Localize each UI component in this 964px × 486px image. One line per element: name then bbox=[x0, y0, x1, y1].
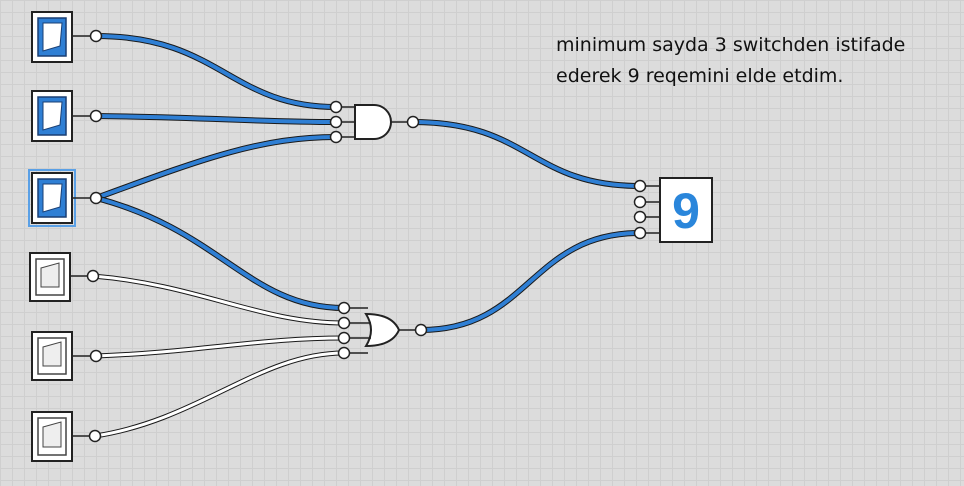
switch-5[interactable] bbox=[31, 331, 103, 381]
note-line-1: minimum sayda 3 switchden istifade bbox=[556, 34, 906, 56]
wire-sw1-and[interactable] bbox=[93, 33, 339, 110]
display-digit: 9 bbox=[672, 183, 700, 239]
switch-3[interactable] bbox=[28, 169, 103, 227]
or-input-pin-3[interactable] bbox=[337, 331, 351, 345]
wire-or-display[interactable] bbox=[418, 230, 643, 333]
switch-2-output-pin[interactable] bbox=[89, 109, 103, 123]
switch-6[interactable] bbox=[31, 411, 102, 462]
wire-and-display[interactable] bbox=[410, 119, 643, 189]
switch-4[interactable] bbox=[29, 252, 100, 302]
switch-1-output-pin[interactable] bbox=[89, 29, 103, 43]
and-input-pin-2[interactable] bbox=[329, 115, 343, 129]
and-output-pin[interactable] bbox=[406, 115, 420, 129]
wire-sw3-or[interactable] bbox=[93, 195, 347, 311]
or-input-pin-4[interactable] bbox=[337, 346, 351, 360]
switch-6-output-pin[interactable] bbox=[88, 429, 102, 443]
display-input-pin-2[interactable] bbox=[633, 195, 647, 209]
digit-display[interactable]: 9 bbox=[633, 177, 713, 243]
wire-sw5-or[interactable] bbox=[93, 335, 347, 359]
note-line-2: ederek 9 reqemini elde etdim. bbox=[556, 65, 844, 87]
note-text: minimum sayda 3 switchden istifade edere… bbox=[556, 30, 905, 92]
switch-3-output-pin[interactable] bbox=[89, 191, 103, 205]
and-input-pin-1[interactable] bbox=[329, 100, 343, 114]
wire-sw4-or[interactable] bbox=[90, 273, 347, 326]
display-input-pin-4[interactable] bbox=[633, 226, 647, 240]
switch-4-output-pin[interactable] bbox=[86, 269, 100, 283]
or-input-pin-1[interactable] bbox=[337, 301, 351, 315]
wire-sw2-and[interactable] bbox=[93, 113, 339, 125]
switch-5-output-pin[interactable] bbox=[89, 349, 103, 363]
wire-sw3-and[interactable] bbox=[93, 134, 339, 201]
and-gate[interactable] bbox=[329, 100, 420, 144]
wire-sw6-or[interactable] bbox=[92, 350, 347, 439]
or-output-pin[interactable] bbox=[414, 323, 428, 337]
display-input-pin-3[interactable] bbox=[633, 210, 647, 224]
switch-1[interactable] bbox=[31, 11, 103, 63]
display-input-pin-1[interactable] bbox=[633, 179, 647, 193]
switch-2[interactable] bbox=[31, 90, 103, 142]
or-gate[interactable] bbox=[337, 301, 428, 360]
or-input-pin-2[interactable] bbox=[337, 316, 351, 330]
and-input-pin-3[interactable] bbox=[329, 130, 343, 144]
